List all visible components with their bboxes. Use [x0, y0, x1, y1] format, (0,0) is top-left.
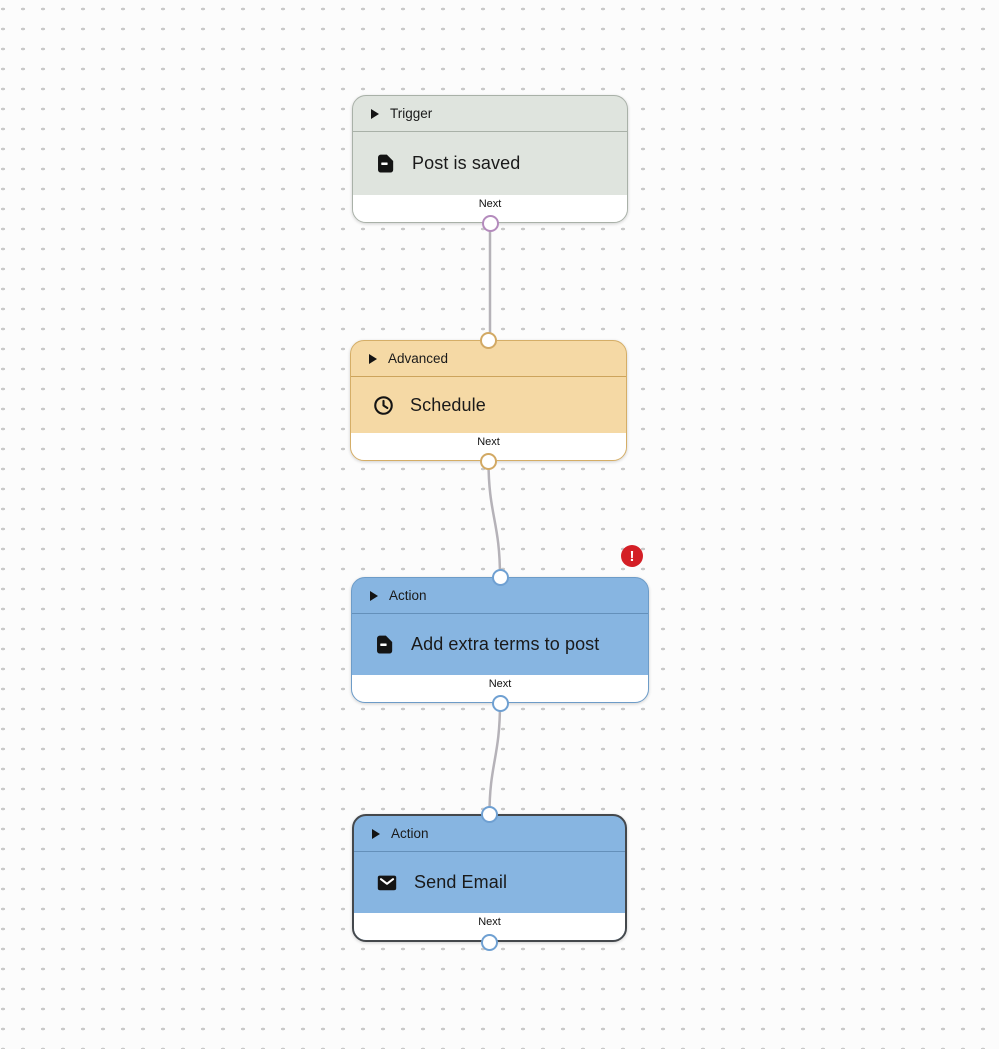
- node-body: Schedule: [351, 377, 626, 433]
- collapse-triangle-icon[interactable]: [372, 828, 380, 839]
- collapse-triangle-icon[interactable]: [370, 590, 378, 601]
- node-title: Schedule: [410, 394, 486, 415]
- next-label: Next: [477, 436, 500, 448]
- input-port-add-terms[interactable]: [491, 568, 509, 586]
- node-action-add-extra-terms[interactable]: Action Add extra terms to post Next: [351, 577, 649, 703]
- next-label: Next: [478, 916, 501, 928]
- input-port-schedule[interactable]: [480, 331, 497, 349]
- node-trigger-post-is-saved[interactable]: Trigger Post is saved Next: [352, 95, 628, 223]
- node-body: Send Email: [354, 852, 625, 913]
- node-category-label: Advanced: [388, 351, 449, 366]
- error-badge-icon[interactable]: !: [621, 545, 643, 567]
- edge-add-terms-to-send-email[interactable]: [488, 702, 502, 815]
- node-action-send-email[interactable]: Action Send Email Next: [352, 814, 627, 942]
- node-title: Post is saved: [412, 153, 521, 173]
- node-title: Add extra terms to post: [411, 634, 600, 654]
- output-port-schedule[interactable]: [480, 452, 497, 470]
- node-header: Trigger: [353, 96, 627, 132]
- output-port-add-terms[interactable]: [491, 694, 509, 712]
- node-category-label: Action: [389, 588, 427, 603]
- edge-schedule-to-add-terms[interactable]: [487, 460, 502, 578]
- clock-icon: [372, 394, 395, 417]
- node-header: Advanced: [351, 341, 626, 377]
- node-category-label: Action: [391, 826, 429, 841]
- output-port-send-email[interactable]: [481, 933, 498, 951]
- collapse-triangle-icon[interactable]: [369, 353, 377, 364]
- node-header: Action: [352, 578, 648, 614]
- node-category-label: Trigger: [390, 106, 433, 121]
- next-label: Next: [488, 678, 512, 690]
- output-port-trigger[interactable]: [481, 214, 499, 232]
- post-document-icon: [374, 152, 397, 175]
- next-label: Next: [478, 198, 502, 210]
- node-header: Action: [354, 816, 625, 852]
- node-title: Send Email: [414, 872, 508, 892]
- post-document-icon: [373, 633, 396, 656]
- node-body: Post is saved: [353, 132, 627, 195]
- input-port-send-email[interactable]: [481, 805, 498, 823]
- node-body: Add extra terms to post: [352, 614, 648, 675]
- collapse-triangle-icon[interactable]: [371, 108, 379, 119]
- envelope-icon: [375, 871, 399, 895]
- node-advanced-schedule[interactable]: Advanced Schedule Next: [350, 340, 627, 461]
